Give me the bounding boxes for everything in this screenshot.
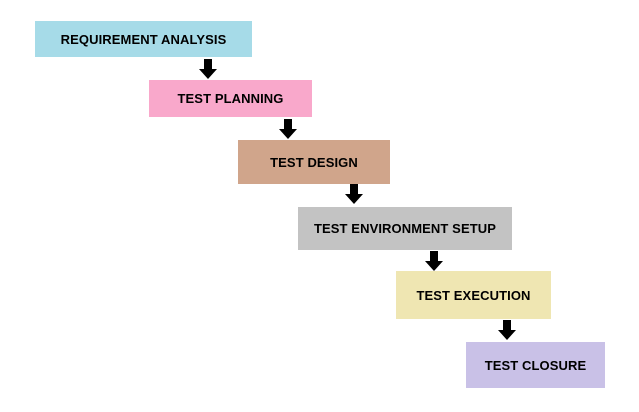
stage-label: TEST PLANNING [177, 91, 284, 106]
stage-requirement-analysis: REQUIREMENT ANALYSIS [35, 21, 252, 57]
down-arrow-icon [279, 119, 297, 139]
stage-label: REQUIREMENT ANALYSIS [60, 31, 227, 47]
down-arrow-icon [498, 320, 516, 340]
down-arrow-icon [345, 184, 363, 204]
stage-test-design: TEST DESIGN [238, 140, 390, 184]
down-arrow-icon [199, 59, 217, 79]
stage-test-execution: TEST EXECUTION [396, 271, 551, 319]
stage-test-environment-setup: TEST ENVIRONMENT SETUP [298, 207, 512, 250]
stage-test-planning: TEST PLANNING [149, 80, 312, 117]
down-arrow-icon [425, 251, 443, 271]
stage-label: TEST DESIGN [270, 154, 358, 170]
stage-test-closure: TEST CLOSURE [466, 342, 605, 388]
stage-label: TEST ENVIRONMENT SETUP [313, 221, 497, 236]
stage-label: TEST CLOSURE [484, 357, 587, 373]
stage-label: TEST EXECUTION [416, 287, 531, 303]
